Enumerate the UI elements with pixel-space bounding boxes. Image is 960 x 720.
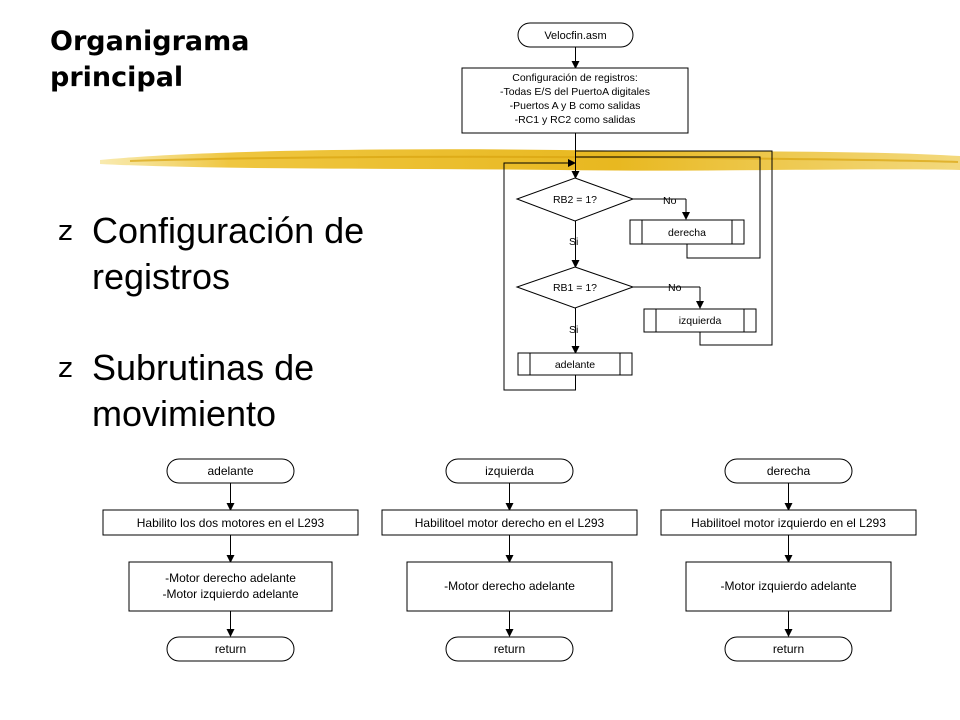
adelante-enable-box <box>102 509 359 536</box>
adelante-action-line-1: -Motor derecho adelante <box>165 571 296 585</box>
subroutine-izquierda: izquierda Habilitoel motor derecho en el… <box>381 458 638 662</box>
config-line-4: -RC1 y RC2 como salidas <box>515 114 636 126</box>
decision-rb1-no-label: No <box>668 282 682 294</box>
slide-title: Organigrama principal <box>50 24 250 96</box>
main-flowchart: Velocfin.asm Configuración de registros:… <box>461 22 773 391</box>
subroutine-adelante: adelante Habilito los dos motores en el … <box>102 458 359 662</box>
adelante-start-label: adelante <box>207 464 253 478</box>
config-line-1: Configuración de registros: <box>512 72 637 84</box>
derecha-return-label: return <box>773 642 804 656</box>
izquierda-enable-label: Habilitoel motor derecho en el L293 <box>415 516 605 530</box>
bullet-marker-icon: z <box>58 351 73 384</box>
config-process-box <box>461 67 689 134</box>
adelante-return-label: return <box>215 642 246 656</box>
slide-title-line-2: principal <box>50 62 184 93</box>
bullet-marker-icon: z <box>58 214 73 247</box>
brush-stroke-divider <box>100 149 960 171</box>
izquierda-enable-box <box>381 509 638 536</box>
decision-rb1-label: RB1 = 1? <box>553 282 597 294</box>
config-line-3: -Puertos A y B como salidas <box>510 100 641 112</box>
adelante-enable-label: Habilito los dos motores en el L293 <box>137 516 325 530</box>
derecha-enable-label: Habilitoel motor izquierdo en el L293 <box>691 516 886 530</box>
derecha-action-box <box>685 561 892 612</box>
adelante-action-box <box>128 561 333 612</box>
bullet-item-config: z Configuración de registros <box>56 208 382 300</box>
subroutine-derecha: derecha Habilitoel motor izquierdo en el… <box>660 458 917 662</box>
slide-title-line-1: Organigrama <box>50 26 250 57</box>
decision-rb1-yes-label: Si <box>569 324 578 336</box>
adelante-return-terminator <box>166 636 295 662</box>
derecha-return-terminator <box>724 636 853 662</box>
bullet-list: z Configuración de registros z Subrutina… <box>56 208 382 437</box>
bullet-item-subroutines: z Subrutinas de movimiento <box>56 345 382 437</box>
bullet-text-config: Configuración de registros <box>92 210 365 297</box>
derecha-start-label: derecha <box>767 464 811 478</box>
decision-rb2-label: RB2 = 1? <box>553 194 597 206</box>
config-line-2: -Todas E/S del PuertoA digitales <box>500 86 650 98</box>
izquierda-start-label: izquierda <box>485 464 534 478</box>
start-label: Velocfin.asm <box>544 30 606 42</box>
call-adelante-label: adelante <box>555 359 595 371</box>
decision-rb2-yes-label: Si <box>569 236 578 248</box>
izquierda-action-line-1: -Motor derecho adelante <box>444 579 575 593</box>
bullet-text-subroutines: Subrutinas de movimiento <box>92 347 315 434</box>
call-derecha-label: derecha <box>668 227 706 239</box>
izquierda-return-label: return <box>494 642 525 656</box>
izquierda-return-terminator <box>445 636 574 662</box>
derecha-action-line-1: -Motor izquierdo adelante <box>720 579 856 593</box>
call-izquierda-label: izquierda <box>679 315 722 327</box>
adelante-action-line-2: -Motor izquierdo adelante <box>162 587 298 601</box>
decision-rb2-no-label: No <box>663 195 677 207</box>
